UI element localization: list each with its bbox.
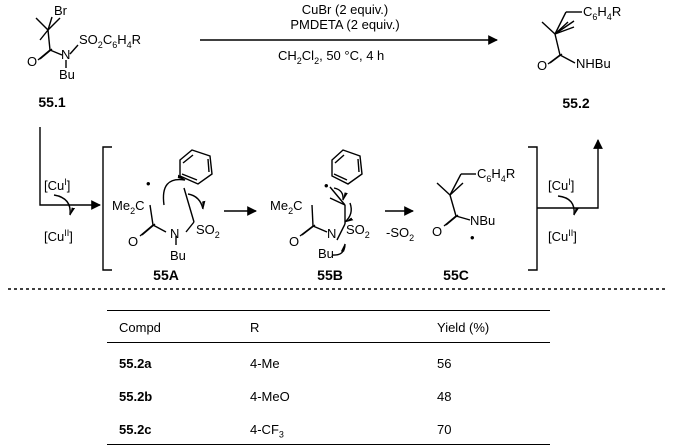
label-c6h4r-55-2: C6H4R [583,4,621,22]
label-me2c-55b: Me2C [270,198,302,216]
cu-i-curved-arrow [53,194,76,216]
table-header-rule [107,342,550,343]
label-bu-55a: Bu [170,248,186,263]
label-o-55-2: O [537,58,547,73]
compound-label-55b: 55B [317,267,343,283]
condition-ligand: PMDETA (2 equiv.) [290,17,399,32]
structure-55-1 [35,16,79,68]
label-minus-so2: -SO2 [386,225,414,243]
row-r: 4-MeO [250,389,290,404]
row-yield: 56 [437,356,452,371]
radical-dot-55a: • [146,176,151,191]
cu-ii-curved-arrow [557,195,580,216]
label-o-55a: O [128,234,138,249]
radical-dot-55b: • [324,178,329,193]
condition-solvent: CH2Cl2, 50 °C, 4 h [278,48,384,66]
compound-label-55a: 55A [153,267,179,283]
compound-label-55-2: 55.2 [562,95,589,111]
label-o-55c: O [432,224,442,239]
bracket-left [102,146,112,271]
label-bu-55-1: Bu [59,67,75,82]
header-yield: Yield (%) [437,320,490,335]
row-yield: 70 [437,422,452,437]
row-r: 4-Me [250,356,280,371]
label-o-55b: O [289,234,299,249]
label-br: Br [54,3,68,18]
mechanism-exit-arrow [537,139,603,209]
label-so2-55a: SO2 [196,222,220,240]
row-compd: 55.2b [119,389,153,404]
label-bu-55b: Bu [318,246,334,261]
structure-55c [436,173,476,227]
header-compd: Compd [119,320,161,335]
label-cu-ii-right: [CuII] [548,228,577,244]
label-nbu-55c: NBu [470,213,495,228]
row-compd: 55.2c [119,422,152,437]
label-cu-i-left: [CuI] [44,177,70,193]
compound-label-55-1: 55.1 [38,94,65,110]
label-me2c-55a: Me2C [112,198,144,216]
structure-55b [299,149,363,256]
structure-55-2 [541,11,582,65]
label-so2c6h4r: SO2C6H4R [79,32,141,50]
table-bottom-rule [107,444,550,445]
label-c6h4r-55c: C6H4R [477,166,515,184]
radical-dot-55c: • [470,230,475,245]
row-yield: 48 [437,389,452,404]
label-o-55-1: O [27,54,37,69]
row-r: 4-CF3 [250,422,284,440]
label-cu-i-right: [CuI] [548,177,574,193]
bracket-right [528,146,538,271]
label-n-55b: N [327,226,336,241]
row-compd: 55.2a [119,356,152,371]
header-r: R [250,320,260,335]
compound-label-55c: 55C [443,267,469,283]
label-cu-ii-left: [CuII] [44,228,73,244]
mechanism-entry-arrow [39,127,101,210]
reaction-scheme: CuBr (2 equiv.) PMDETA (2 equiv.) CH2Cl2… [8,2,668,290]
condition-reagent: CuBr (2 equiv.) [302,2,388,17]
label-so2-55b: SO2 [346,222,370,240]
structure-55a [139,149,213,245]
label-n-55-1: N [61,47,70,62]
table-top-rule [107,310,550,311]
label-nhbu: NHBu [576,56,611,71]
label-n-55a: N [170,226,179,241]
